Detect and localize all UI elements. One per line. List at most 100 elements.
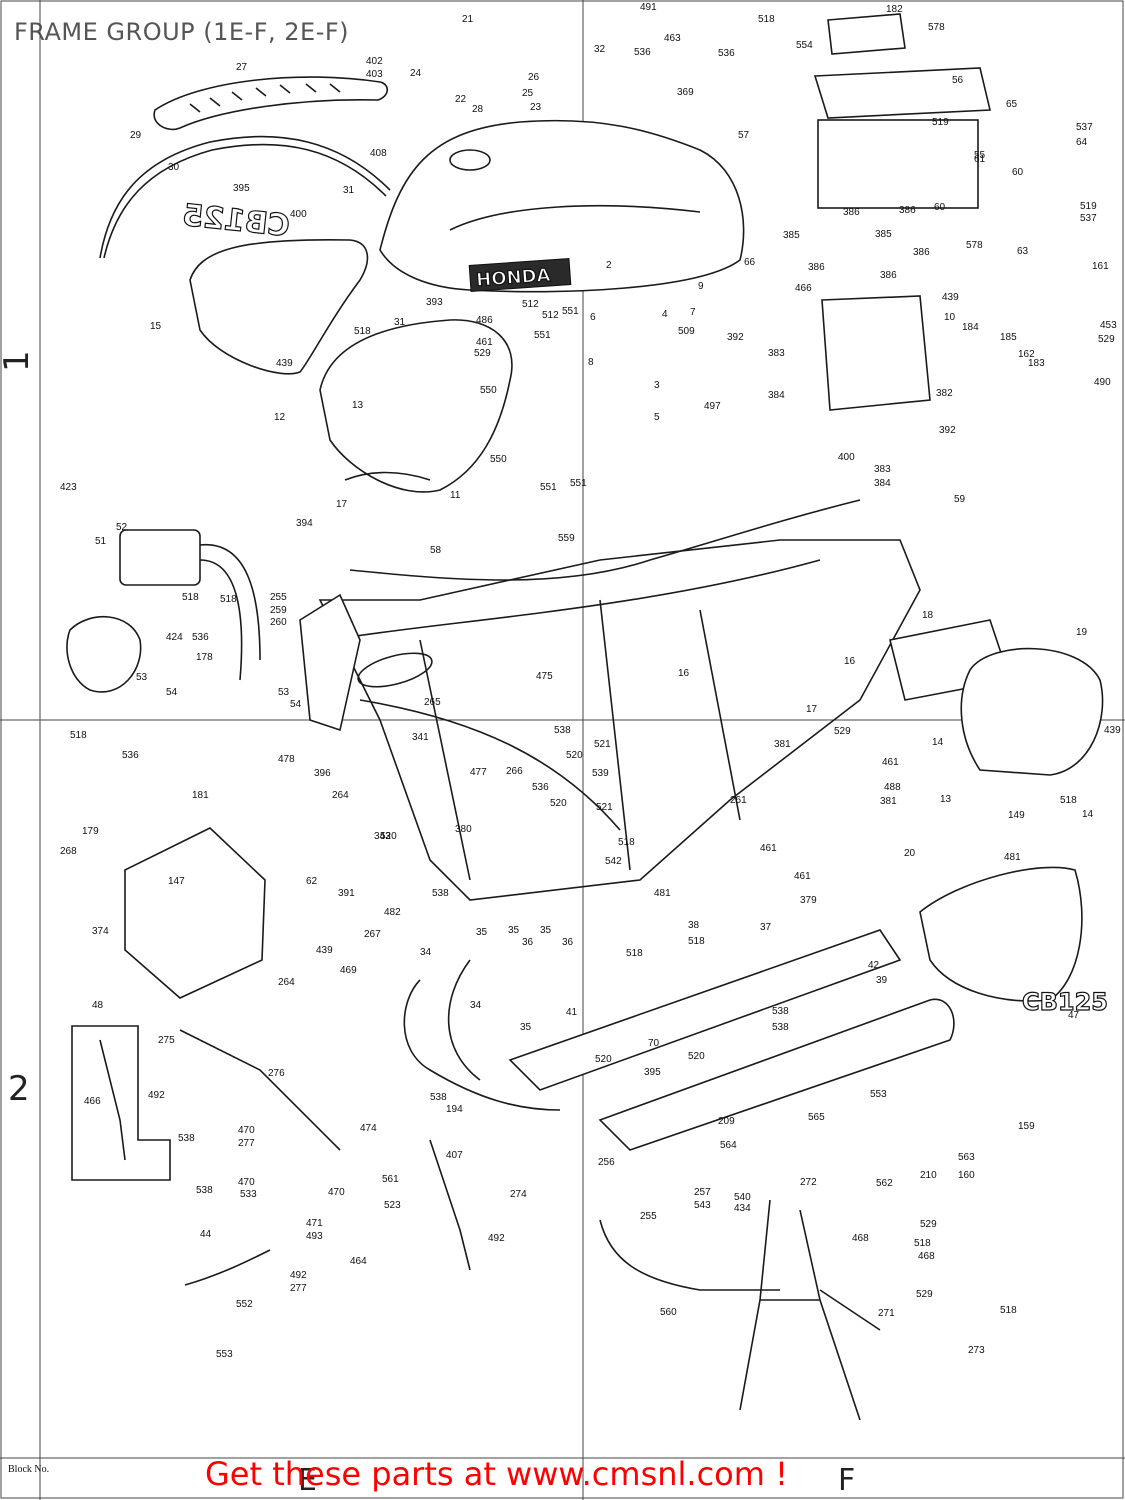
battery-cover — [813, 67, 992, 119]
part-callout: 41 — [566, 1007, 578, 1018]
part-callout: 386 — [808, 262, 825, 273]
part-callout: 394 — [296, 518, 313, 529]
part-callout: 257 — [694, 1187, 711, 1198]
part-callout: 518 — [220, 594, 237, 605]
part-callout: 384 — [768, 390, 785, 401]
right-side-cover — [960, 647, 1104, 776]
part-callout: 17 — [336, 499, 348, 510]
part-callout: 474 — [360, 1123, 377, 1134]
part-callout: 395 — [233, 183, 250, 194]
part-callout: 16 — [678, 668, 690, 679]
row-label-1: 1 — [0, 350, 37, 372]
part-callout: 369 — [677, 87, 694, 98]
part-callout: 22 — [455, 94, 467, 105]
part-callout: 529 — [920, 1219, 937, 1230]
part-callout: 518 — [618, 837, 635, 848]
part-callout: 266 — [506, 766, 523, 777]
part-callout: 62 — [306, 876, 318, 887]
part-callout: 493 — [306, 1231, 323, 1242]
column-label-f: F — [838, 1463, 855, 1498]
part-callout: 518 — [70, 730, 87, 741]
part-callout: 538 — [772, 1022, 789, 1033]
part-callout: 529 — [834, 726, 851, 737]
part-callout: 520 — [595, 1054, 612, 1065]
part-callout: 267 — [364, 929, 381, 940]
part-callout: 8 — [588, 357, 594, 368]
part-callout: 392 — [727, 332, 744, 343]
part-callout: 9 — [698, 281, 704, 292]
part-callout: 277 — [238, 1138, 255, 1149]
part-callout: 578 — [928, 22, 945, 33]
battery-box — [821, 295, 931, 411]
part-callout: 554 — [796, 40, 813, 51]
part-callout: 10 — [944, 312, 956, 323]
part-callout: 403 — [366, 69, 383, 80]
kick-pedal — [184, 1249, 271, 1286]
part-callout: 17 — [806, 704, 818, 715]
part-callout: 552 — [236, 1299, 253, 1310]
part-callout: 434 — [734, 1203, 751, 1214]
part-callout: 491 — [640, 2, 657, 13]
part-callout: 492 — [290, 1270, 307, 1281]
part-callout: 392 — [939, 425, 956, 436]
part-callout: 391 — [338, 888, 355, 899]
part-callout: 65 — [1006, 99, 1018, 110]
part-callout: 468 — [852, 1233, 869, 1244]
part-callout: 2 — [606, 260, 612, 271]
part-callout: 563 — [958, 1152, 975, 1163]
part-callout: 396 — [314, 768, 331, 779]
part-callout: 512 — [522, 299, 539, 310]
part-callout: 185 — [1000, 332, 1017, 343]
part-callout: 537 — [1080, 213, 1097, 224]
part-callout: 490 — [1094, 377, 1111, 388]
part-callout: 182 — [886, 4, 903, 15]
part-callout: 518 — [914, 1238, 931, 1249]
part-callout: 14 — [1082, 809, 1094, 820]
part-callout: 341 — [412, 732, 429, 743]
footer-link[interactable]: Get these parts at www.cmsnl.com ! — [205, 1455, 788, 1493]
part-callout: 478 — [278, 754, 295, 765]
part-callout: 25 — [522, 88, 534, 99]
part-callout: 255 — [640, 1211, 657, 1222]
part-callout: 562 — [876, 1178, 893, 1189]
part-callout: 578 — [966, 240, 983, 251]
part-callout: 14 — [932, 737, 944, 748]
page-title: FRAME GROUP (1E-F, 2E-F) — [14, 18, 350, 46]
part-callout: 194 — [446, 1104, 463, 1115]
footrest-bar — [179, 1029, 341, 1151]
main-stand — [739, 1199, 861, 1421]
part-callout: 5 — [654, 412, 660, 423]
main-frame — [299, 539, 921, 901]
part-callout: 36 — [562, 937, 574, 948]
part-callout: 540 — [734, 1192, 751, 1203]
part-callout: 400 — [290, 209, 307, 220]
part-callout: 518 — [688, 936, 705, 947]
left-side-cover — [189, 238, 369, 375]
part-callout: 519 — [1080, 201, 1097, 212]
wiring-harness — [349, 499, 861, 581]
part-callout: 529 — [916, 1289, 933, 1300]
part-callout: 55 — [974, 150, 986, 161]
part-callout: 461 — [882, 757, 899, 768]
part-callout: 542 — [605, 856, 622, 867]
part-callout: 58 — [430, 545, 442, 556]
ignition-switch-box — [124, 827, 266, 999]
part-callout: 393 — [426, 297, 443, 308]
part-callout: 439 — [276, 358, 293, 369]
part-callout: 6 — [590, 312, 596, 323]
part-callout: 13 — [352, 400, 364, 411]
part-callout: 27 — [236, 62, 248, 73]
part-callout: 466 — [795, 283, 812, 294]
part-callout: 481 — [654, 888, 671, 899]
part-callout: 560 — [660, 1307, 677, 1318]
part-callout: 37 — [760, 922, 772, 933]
part-callout: 521 — [594, 739, 611, 750]
part-callout: 178 — [196, 652, 213, 663]
part-callout: 550 — [490, 454, 507, 465]
part-callout: 38 — [688, 920, 700, 931]
part-callout: 53 — [136, 672, 148, 683]
part-callout: 461 — [794, 871, 811, 882]
part-callout: 30 — [168, 162, 180, 173]
